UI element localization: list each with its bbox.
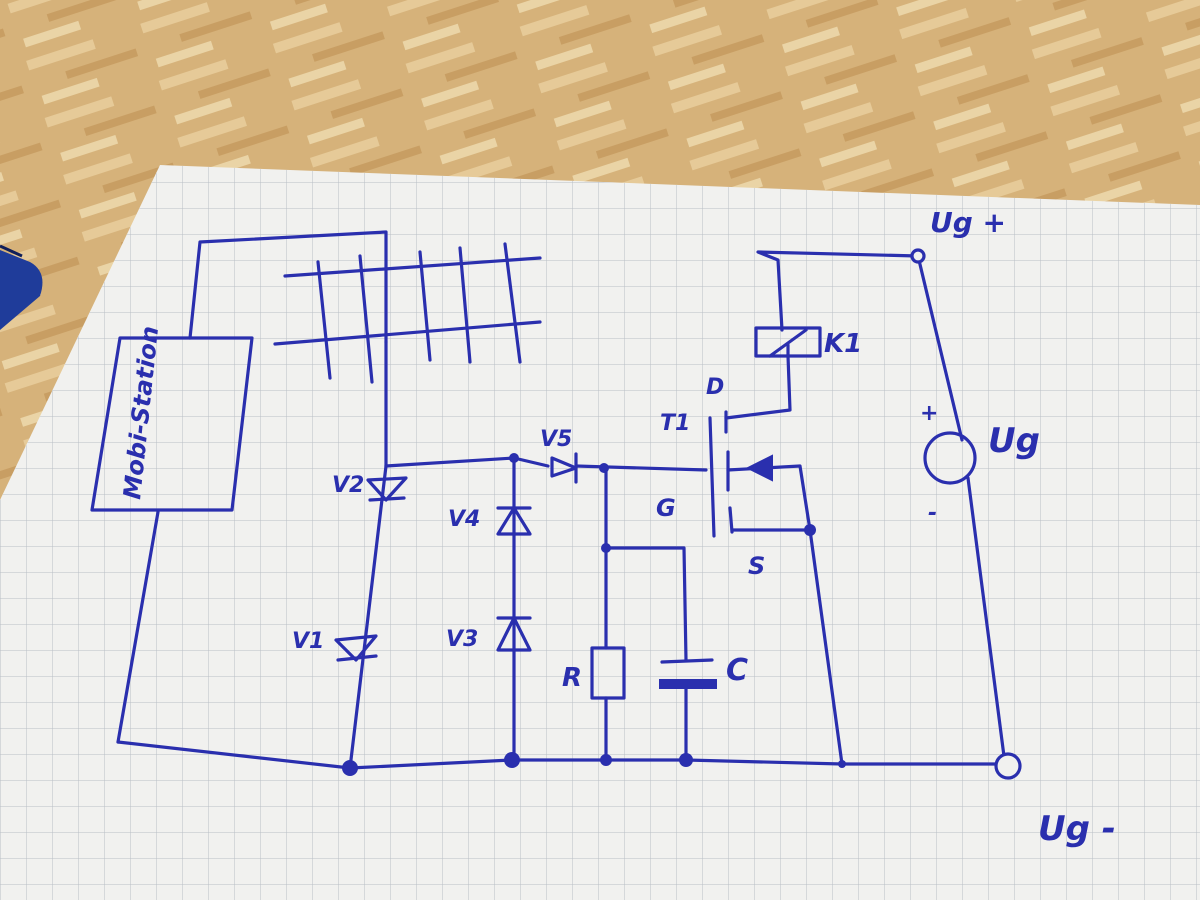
label-ug-minus: Ug -: [1038, 809, 1116, 849]
label-v1: V1: [292, 629, 324, 654]
diode-v1: [334, 634, 378, 662]
terminals: [910, 248, 1022, 780]
label-s: S: [748, 552, 765, 580]
junction-dots: [342, 453, 846, 776]
label-d: D: [706, 375, 724, 400]
label-t1: T1: [660, 411, 690, 436]
voltage-source-ug: [923, 431, 977, 485]
relay-k1: [754, 326, 822, 358]
label-g: G: [656, 494, 676, 522]
resistor-r: [590, 646, 626, 700]
label-c: C: [726, 653, 748, 688]
paper-sheet: [0, 165, 1200, 900]
label-ug-plus: Ug +: [930, 206, 1006, 239]
label-minus: -: [928, 501, 937, 526]
mosfet-arrow: [745, 454, 773, 482]
label-v3: V3: [446, 627, 478, 652]
capacitor-c: [659, 658, 717, 689]
label-plus: +: [920, 401, 938, 426]
label-r: R: [562, 663, 582, 693]
label-k1: K1: [824, 329, 862, 359]
label-ug: Ug: [988, 421, 1040, 461]
label-v5: V5: [540, 427, 572, 452]
diode-v2: [366, 476, 408, 502]
label-v4: V4: [448, 507, 480, 532]
pen: [0, 244, 43, 330]
circuit-wiring: [90, 230, 1007, 770]
diode-v5: [550, 452, 578, 484]
diode-v4: [496, 506, 532, 536]
label-v2: V2: [332, 473, 364, 498]
diode-v3: [496, 616, 532, 652]
